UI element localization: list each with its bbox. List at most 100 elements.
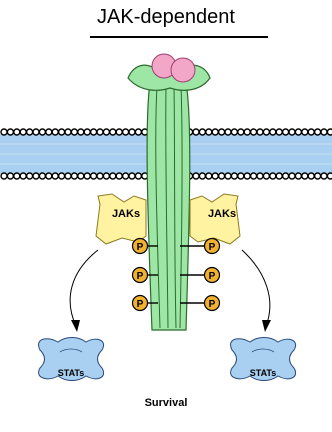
jak-right: JAKs [190, 194, 240, 244]
arrow-right [242, 250, 270, 326]
membrane-bottom-bead [212, 173, 218, 179]
membrane-bottom-bead [27, 173, 33, 179]
membrane-top-bead [263, 129, 269, 135]
jak-right-label: JAKs [208, 208, 236, 220]
membrane-top-bead [212, 129, 218, 135]
ligand-sphere-right [171, 58, 195, 82]
jak-left-label: JAKs [112, 208, 140, 220]
receptor-body [147, 82, 190, 330]
membrane-top-bead [238, 129, 244, 135]
membrane-bottom-bead [225, 173, 231, 179]
membrane-top-bead [135, 129, 141, 135]
membrane-bottom-bead [199, 173, 205, 179]
membrane-top-bead [193, 129, 199, 135]
membrane-top-bead [123, 129, 129, 135]
membrane-top-bead [20, 129, 26, 135]
membrane-bottom-bead [33, 173, 39, 179]
membrane-bottom-bead [52, 173, 58, 179]
membrane-top-bead [33, 129, 39, 135]
stat-left-label: STATs [58, 368, 85, 378]
membrane-bottom-bead [308, 173, 314, 179]
membrane-bottom-bead [123, 173, 129, 179]
membrane-top-bead [302, 129, 308, 135]
membrane-top-bead [327, 129, 332, 135]
membrane-top-bead [39, 129, 45, 135]
membrane-bottom-bead [59, 173, 65, 179]
phosphate-label: P [209, 299, 216, 310]
membrane-top-bead [251, 129, 257, 135]
membrane-top-bead [7, 129, 13, 135]
membrane-top-bead [295, 129, 301, 135]
membrane-top-bead [206, 129, 212, 135]
membrane-bottom-bead [283, 173, 289, 179]
phosphate-label: P [209, 242, 216, 253]
membrane-bottom-bead [276, 173, 282, 179]
phosphate-label: P [209, 271, 216, 282]
membrane-top-bead [84, 129, 90, 135]
membrane-top-bead [219, 129, 225, 135]
membrane-top-bead [14, 129, 20, 135]
membrane-top-bead [78, 129, 84, 135]
membrane-top-bead [225, 129, 231, 135]
membrane-bottom-bead [20, 173, 26, 179]
membrane-bottom-bead [302, 173, 308, 179]
membrane-bottom-bead [7, 173, 13, 179]
survival-label: Survival [0, 397, 332, 409]
membrane-top-bead [59, 129, 65, 135]
membrane-top-bead [283, 129, 289, 135]
membrane-top-bead [270, 129, 276, 135]
membrane-top-bead [110, 129, 116, 135]
membrane-bottom-bead [103, 173, 109, 179]
membrane-top-bead [46, 129, 52, 135]
phosphate-label: P [137, 271, 144, 282]
membrane-bottom-bead [91, 173, 97, 179]
membrane-top-bead [308, 129, 314, 135]
membrane-bottom-bead [65, 173, 71, 179]
membrane-top-bead [315, 129, 321, 135]
membrane-top-bead [129, 129, 135, 135]
arrow-right-head [262, 320, 271, 332]
membrane-bottom-bead [116, 173, 122, 179]
membrane-top-bead [91, 129, 97, 135]
membrane-bottom-bead [39, 173, 45, 179]
membrane-top-bead [65, 129, 71, 135]
membrane-top-bead [257, 129, 263, 135]
membrane-bottom-bead [263, 173, 269, 179]
membrane-bottom-bead [231, 173, 237, 179]
jak-left: JAKs [96, 194, 146, 244]
membrane-bottom-bead [129, 173, 135, 179]
membrane-bottom-bead [71, 173, 77, 179]
membrane-top-bead [103, 129, 109, 135]
membrane-top-bead [27, 129, 33, 135]
membrane-bottom-bead [244, 173, 250, 179]
membrane-top-bead [244, 129, 250, 135]
membrane-bottom-bead [257, 173, 263, 179]
phosphate-label: P [137, 299, 144, 310]
membrane-bottom-bead [321, 173, 327, 179]
membrane-bottom-bead [14, 173, 20, 179]
membrane-bottom-bead [251, 173, 257, 179]
membrane-bottom-bead [84, 173, 90, 179]
membrane-bottom-bead [135, 173, 141, 179]
arrow-left-head [71, 320, 80, 332]
membrane-bottom-bead [270, 173, 276, 179]
membrane-bottom-bead [238, 173, 244, 179]
membrane-bottom-bead [97, 173, 103, 179]
stat-right-label: STATs [250, 368, 277, 378]
membrane-top-bead [116, 129, 122, 135]
membrane-top-bead [199, 129, 205, 135]
membrane-top-bead [97, 129, 103, 135]
membrane-top-bead [276, 129, 282, 135]
membrane-bottom-bead [110, 173, 116, 179]
stat-right: STATs [231, 338, 296, 381]
phosphate-label: P [137, 242, 144, 253]
membrane-bottom-bead [78, 173, 84, 179]
membrane-top-bead [71, 129, 77, 135]
membrane-top-bead [1, 129, 7, 135]
membrane-bottom-bead [295, 173, 301, 179]
arrow-left [70, 250, 98, 326]
membrane-top-bead [321, 129, 327, 135]
membrane-top-bead [231, 129, 237, 135]
